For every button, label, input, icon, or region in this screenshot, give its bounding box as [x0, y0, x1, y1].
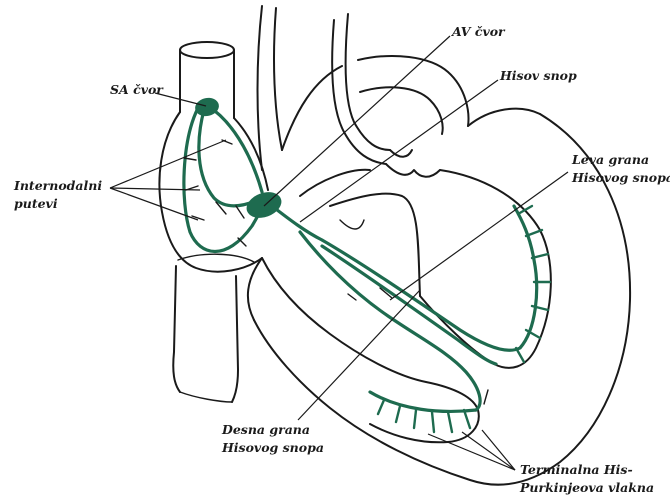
leader-lines	[110, 36, 568, 470]
internodal-label-line1: Internodalni	[13, 178, 102, 193]
left-branch-label-line2: Hisovog snopa	[571, 170, 670, 185]
great-vessels	[258, 6, 391, 170]
internodal-label-line2: putevi	[14, 196, 58, 211]
purkinje-fibers-lower	[370, 392, 476, 411]
purkinje-label-line2: Purkinjeova vlakna	[519, 480, 654, 495]
right-branch-label-line2: Hisovog snopa	[221, 440, 324, 455]
ventricle-interior	[262, 150, 551, 442]
purkinje-label-line1: Terminalna His-	[520, 462, 633, 477]
his-bundle-label: Hisov snop	[499, 68, 577, 83]
right-atrium	[159, 112, 268, 272]
internodal-pathway-posterior	[184, 108, 266, 252]
right-bundle-branch-path	[300, 232, 480, 410]
av-node-label: AV čvor	[451, 24, 506, 39]
sa-node-label: SA čvor	[110, 82, 164, 97]
right-branch-label-line1: Desna grana	[221, 422, 310, 437]
conduction-system	[184, 96, 550, 432]
left-bundle-branch-path	[322, 206, 537, 350]
sa-node-marker	[193, 96, 220, 119]
left-branch-label-line1: Leva grana	[571, 152, 649, 167]
inferior-vena-cava	[173, 266, 238, 402]
